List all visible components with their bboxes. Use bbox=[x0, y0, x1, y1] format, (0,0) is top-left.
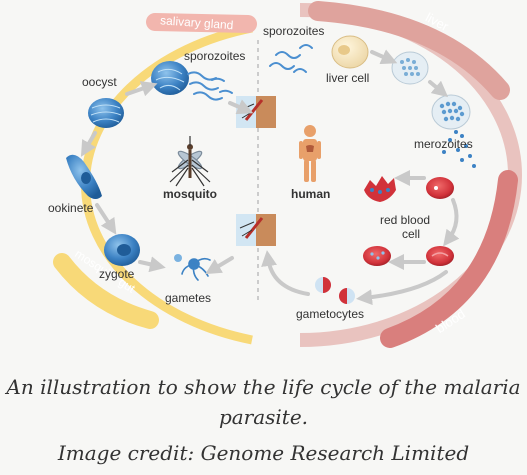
zygote bbox=[104, 234, 140, 266]
gametes bbox=[174, 254, 211, 281]
ruptured-rbc bbox=[364, 176, 396, 202]
sporozoite-cell bbox=[151, 61, 189, 95]
caption-line-2: parasite. bbox=[218, 405, 309, 429]
oocyst-label: oocyst bbox=[82, 75, 117, 89]
caption-line-1: An illustration to show the life cycle o… bbox=[6, 375, 521, 399]
red-blood-cell-label-line2: cell bbox=[402, 227, 420, 241]
sporozoites-mosquito-label: sporozoites bbox=[184, 49, 245, 63]
mosquito-icon bbox=[169, 136, 211, 187]
gametocyte-1 bbox=[315, 277, 331, 293]
cycle-arrows bbox=[80, 49, 460, 306]
human-label: human bbox=[291, 187, 330, 201]
infected-liver-cell-1 bbox=[391, 51, 429, 85]
gametocyte-2 bbox=[339, 288, 355, 304]
red-blood-cell-label-line1: red blood bbox=[380, 213, 430, 227]
bite-box-bottom bbox=[236, 214, 276, 246]
blood-band bbox=[380, 170, 518, 348]
merozoites-label: merozoites bbox=[414, 137, 473, 151]
liver-cell-label: liver cell bbox=[326, 71, 369, 85]
bite-box-top bbox=[236, 96, 276, 128]
mosquito-label: mosquito bbox=[163, 187, 217, 201]
salivary-gland-band bbox=[146, 13, 257, 33]
rbc-right bbox=[426, 246, 454, 266]
sporozoites-human-label: sporozoites bbox=[263, 24, 324, 38]
oocyst bbox=[88, 98, 124, 128]
rbc-left bbox=[363, 246, 391, 266]
merozoite-spray bbox=[442, 130, 476, 168]
salivary-gland-label: salivary gland bbox=[160, 13, 234, 32]
infected-liver-cell-2 bbox=[431, 94, 471, 130]
sporozoite-wisps bbox=[269, 44, 313, 73]
mosquito-gut-band bbox=[53, 253, 159, 329]
gametocytes-label: gametocytes bbox=[296, 307, 364, 321]
ookinete bbox=[66, 154, 102, 199]
zygote-label: zygote bbox=[99, 267, 135, 281]
human-icon bbox=[299, 125, 321, 182]
sporozoite-swarm bbox=[187, 71, 233, 101]
liver-cell bbox=[331, 35, 369, 69]
rbc-infected-top bbox=[426, 177, 454, 199]
image-credit: Image credit: Genome Research Limited bbox=[57, 441, 470, 465]
gametes-label: gametes bbox=[165, 291, 211, 305]
ookinete-label: ookinete bbox=[48, 201, 94, 215]
liver-band bbox=[308, 1, 510, 100]
